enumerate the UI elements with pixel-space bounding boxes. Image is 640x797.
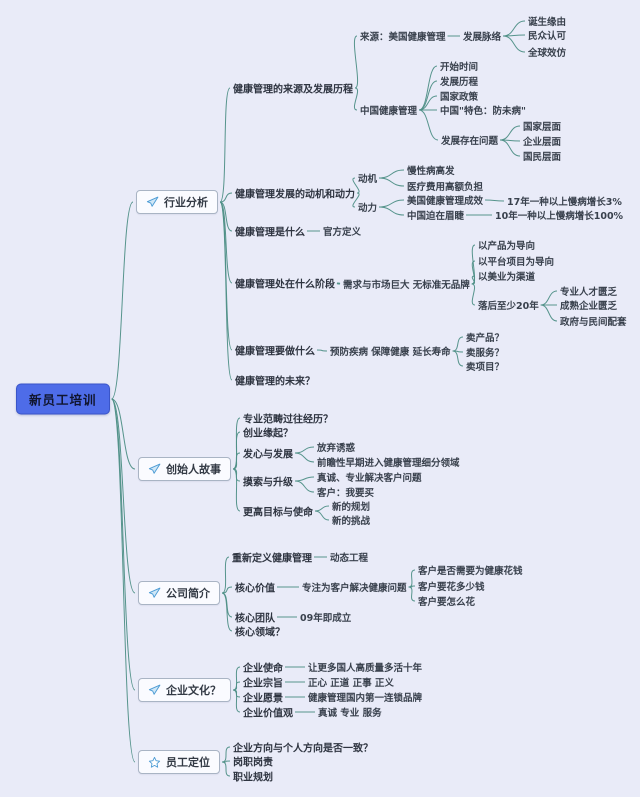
node-new-challenge[interactable]: 新的挑战 [332,516,371,527]
node-core-value[interactable]: 核心价值 [235,583,275,595]
node-corp-mission-value[interactable]: 让更多国人高质量多活十年 [308,663,423,674]
node-enterprise-level[interactable]: 企业层面 [523,137,562,148]
node-citizen-level[interactable]: 国民层面 [523,152,562,163]
node-origin-history[interactable]: 健康管理的来源及发展历程 [233,84,353,96]
node-heart-development[interactable]: 发心与发展 [243,449,293,461]
node-corp-vision-value[interactable]: 健康管理国内第一连锁品牌 [308,693,423,704]
node-founded-2009[interactable]: 09年即成立 [300,613,352,624]
node-sell-product[interactable]: 卖产品？ [466,333,505,344]
node-behind-20-years[interactable]: 落后至少20年 [478,301,539,312]
paper-plane-icon [146,196,159,209]
node-national-policy[interactable]: 国家政策 [440,92,479,103]
node-customer-pay-amount[interactable]: 客户要花多少钱 [418,582,485,593]
node-hm-future[interactable]: 健康管理的未来？ [235,376,315,388]
node-what-to-do[interactable]: 健康管理要做什么 [235,346,315,358]
node-beauty-channel[interactable]: 以美业为渠道 [478,272,536,283]
node-motive[interactable]: 动机 [358,174,378,185]
node-focus-customer-health[interactable]: 专注为客户解决健康问题 [302,583,407,594]
node-usa-stat[interactable]: 17年一种以上慢病增长3% [507,197,622,208]
node-sell-service[interactable]: 卖服务？ [466,348,505,359]
node-dev-course[interactable]: 发展历程 [440,77,479,88]
node-career-plan[interactable]: 职业规划 [233,772,273,784]
node-birth-reason[interactable]: 诞生缘由 [528,17,567,28]
node-corp-values-value[interactable]: 真诚 专业 服务 [318,708,382,719]
star-icon [148,756,161,769]
branch-employee-positioning[interactable]: 员工定位 [138,750,220,774]
node-higher-goal-mission[interactable]: 更高目标与使命 [243,507,313,519]
node-medical-burden[interactable]: 医疗费用高额负担 [407,182,484,193]
node-dev-thread[interactable]: 发展脉络 [463,32,502,43]
branch-founder-story[interactable]: 创始人故事 [138,457,231,481]
branch-label: 创始人故事 [166,463,221,476]
node-china-stat[interactable]: 10年一种以上慢病增长100% [495,211,624,222]
node-gov-support[interactable]: 政府与民间配套 [560,317,627,328]
node-what-is-hm[interactable]: 健康管理是什么 [235,227,305,239]
node-public-recognition[interactable]: 民众认可 [528,31,567,42]
node-china-feature[interactable]: 中国"特色：防未病" [440,106,526,117]
branch-label: 员工定位 [166,756,210,769]
node-corp-mission[interactable]: 企业使命 [243,663,283,675]
branch-company-intro[interactable]: 公司简介 [138,581,220,605]
node-china-urgent[interactable]: 中国迫在眉睫 [407,211,465,222]
node-motive-power[interactable]: 健康管理发展的动机和动力 [235,189,355,201]
node-core-field[interactable]: 核心领域？ [235,627,285,639]
node-china-hm[interactable]: 中国健康管理 [360,106,418,117]
node-dev-problems[interactable]: 发展存在问题 [441,136,499,147]
node-customer-buy[interactable]: 客户：我要买 [317,488,375,499]
node-sincere-solve[interactable]: 真诚、专业解决客户问题 [317,473,422,484]
node-corp-values[interactable]: 企业价值观 [243,708,293,720]
paper-plane-icon [148,587,161,600]
branch-label: 公司简介 [166,587,210,600]
node-mature-enterprise-lack[interactable]: 成熟企业匮乏 [560,301,618,312]
node-sell-project[interactable]: 卖项目？ [466,362,505,373]
branch-label: 企业文化？ [166,684,221,697]
node-chronic-high[interactable]: 慢性病高发 [407,166,455,177]
node-corp-tenet-value[interactable]: 正心 正道 正事 正义 [308,678,394,689]
node-direction-consistency[interactable]: 企业方向与个人方向是否一致？ [233,743,373,755]
node-corp-tenet[interactable]: 企业宗旨 [243,678,283,690]
node-national-level[interactable]: 国家层面 [523,122,562,133]
node-usa-source[interactable]: 来源：美国健康管理 [360,32,446,43]
node-corp-vision[interactable]: 企业愿景 [243,693,283,705]
node-redefine-hm[interactable]: 重新定义健康管理 [232,553,312,565]
paper-plane-icon [148,684,161,697]
node-global-follow[interactable]: 全球效仿 [528,48,567,59]
node-official-def[interactable]: 官方定义 [323,227,362,238]
node-give-up-temptation[interactable]: 放弃诱惑 [317,443,356,454]
node-prevent-protect-extend[interactable]: 预防疾病 保障健康 延长寿命 [330,347,451,358]
branch-corporate-culture[interactable]: 企业文化？ [138,678,231,702]
node-usa-effect[interactable]: 美国健康管理成效 [407,196,484,207]
node-new-plan[interactable]: 新的规划 [332,502,371,513]
node-start-time[interactable]: 开始时间 [440,62,479,73]
node-customer-pay-need[interactable]: 客户是否需要为健康花钱 [418,566,523,577]
node-explore-upgrade[interactable]: 摸索与升级 [243,477,293,489]
branch-label: 行业分析 [164,196,208,209]
branch-industry-analysis[interactable]: 行业分析 [136,190,218,214]
node-what-stage[interactable]: 健康管理处在什么阶段 [235,279,335,291]
node-power[interactable]: 动力 [358,203,378,214]
node-customer-pay-how[interactable]: 客户要怎么花 [418,597,476,608]
node-startup-origin[interactable]: 创业缘起？ [243,428,293,440]
node-core-team[interactable]: 核心团队 [235,613,275,625]
node-platform-oriented[interactable]: 以平台项目为导向 [478,257,555,268]
node-market-status[interactable]: 需求与市场巨大 无标准无品牌 [343,280,470,291]
node-talent-lack[interactable]: 专业人才匮乏 [560,287,618,298]
node-job-duty[interactable]: 岗职岗责 [233,757,273,769]
node-product-oriented[interactable]: 以产品为导向 [478,241,536,252]
paper-plane-icon [148,463,161,476]
node-foresight-entry[interactable]: 前瞻性早期进入健康管理细分领域 [317,458,460,469]
node-past-experience[interactable]: 专业范畴过往经历？ [243,414,333,426]
root-node-new-employee-training[interactable]: 新员工培训 [16,383,110,415]
node-dynamic-project[interactable]: 动态工程 [330,553,369,564]
